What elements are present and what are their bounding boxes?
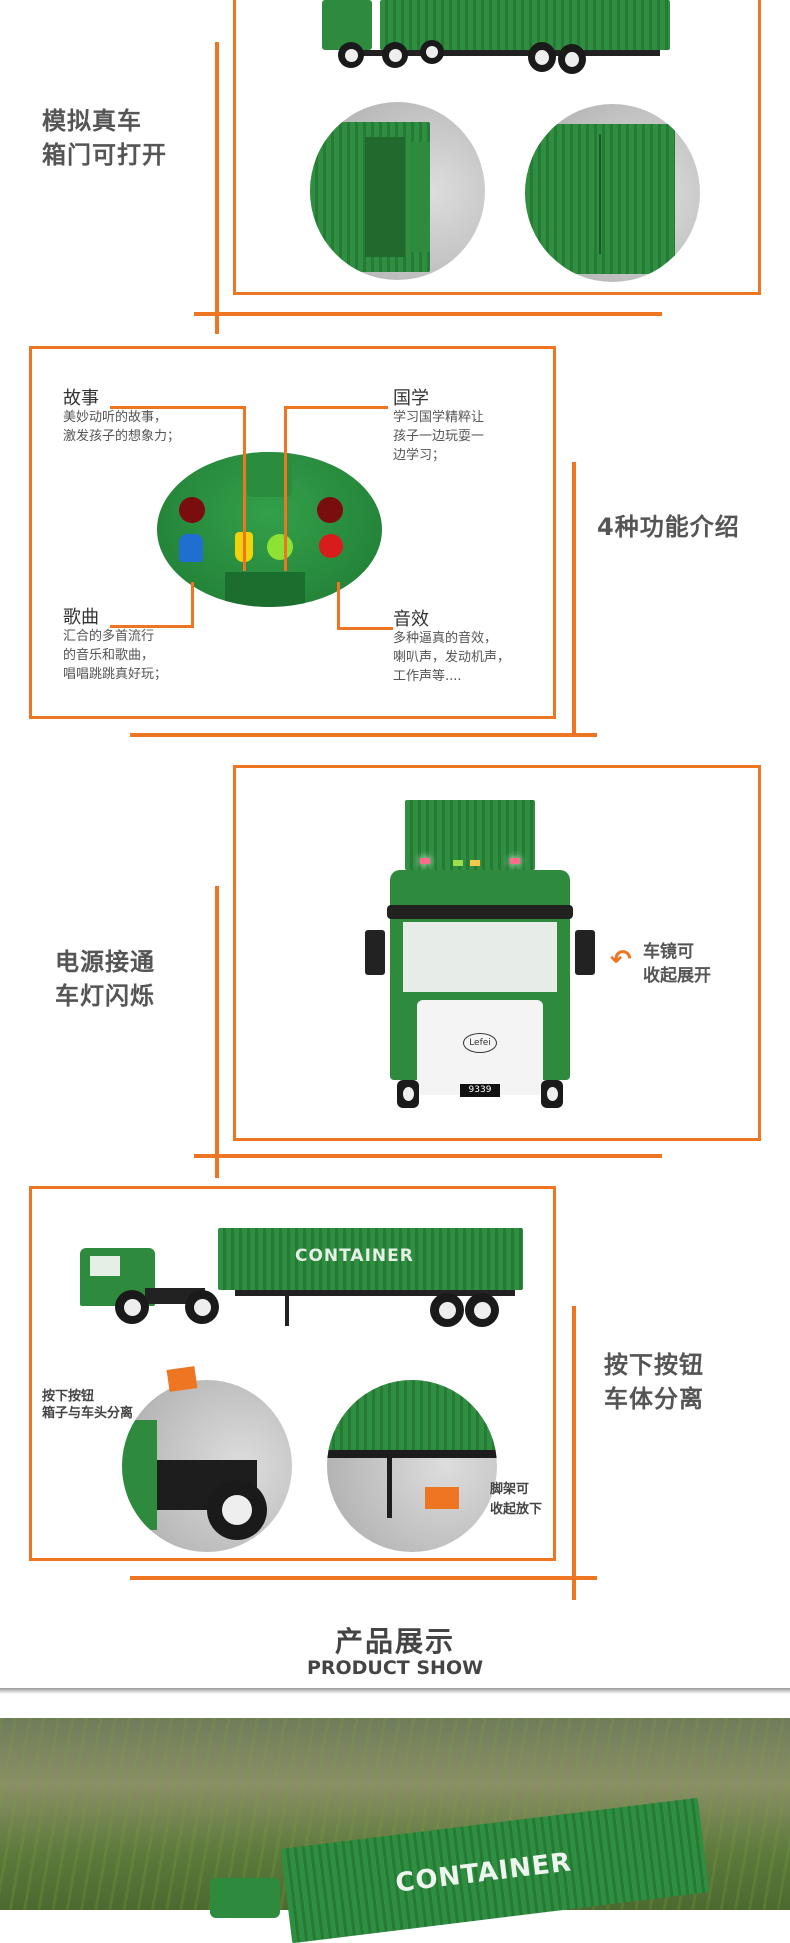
desc-line: 多种逼真的音效， (393, 631, 498, 646)
caption-line: 箱门可打开 (42, 141, 167, 169)
truck-detached-image: CONTAINER (75, 1228, 525, 1358)
divider-shadow (0, 1688, 790, 1694)
connector (337, 582, 340, 630)
divider-vertical (215, 42, 219, 334)
detach-button-caption: 按下按钮 箱子与车头分离 (42, 1388, 133, 1422)
caption-line: 车镜可 (643, 942, 694, 962)
stand-image (327, 1380, 497, 1552)
license-plate: 9339 (460, 1084, 500, 1097)
container-label: CONTAINER (295, 1246, 414, 1266)
mirror-caption: 车镜可 收起展开 (643, 940, 711, 988)
guoxue-button (267, 534, 293, 560)
connector (110, 625, 192, 628)
caption-line: 按下按钮 (42, 1389, 95, 1404)
feature-sound-title: 音效 (393, 609, 429, 630)
feature-song-title: 歌曲 (63, 607, 99, 628)
control-panel-image (157, 452, 382, 607)
hand-pointer-icon (425, 1487, 459, 1509)
divider-horizontal (194, 312, 662, 316)
feature-guoxue-title: 国学 (393, 388, 429, 409)
desc-line: 边学习； (393, 448, 446, 463)
divider-vertical (572, 462, 576, 737)
stand-caption: 脚架可 收起放下 (490, 1480, 542, 1520)
divider-horizontal (194, 1154, 662, 1158)
feature-guoxue-desc: 学习国学精粹让 孩子一边玩耍一 边学习； (393, 408, 484, 465)
feature-sound-desc: 多种逼真的音效， 喇叭声，发动机声， 工作声等.... (393, 629, 510, 686)
caption-line: 收起展开 (643, 966, 711, 986)
divider-vertical (572, 1306, 576, 1600)
desc-line: 孩子一边玩耍一 (393, 429, 485, 444)
section-doors-frame (233, 0, 761, 295)
desc-line: 唱唱跳跳真好玩； (63, 667, 168, 682)
desc-line: 工作声等.... (393, 669, 462, 684)
caption-line: 车灯闪烁 (55, 982, 155, 1010)
divider-horizontal (130, 733, 597, 737)
caption-functions: 4种功能介绍 (597, 513, 740, 541)
desc-line: 汇合的多首流行 (63, 629, 155, 644)
caption-line: 脚架可 (490, 1482, 530, 1497)
detach-button-image (122, 1380, 292, 1552)
product-photo: CONTAINER (0, 1718, 790, 1943)
caption-line: 电源接通 (55, 948, 155, 976)
caption-line: 车体分离 (604, 1385, 704, 1413)
logo: Lefei (463, 1033, 497, 1053)
desc-line: 的音乐和歌曲， (63, 648, 155, 663)
section-lights-frame (233, 765, 761, 1141)
feature-song-desc: 汇合的多首流行 的音乐和歌曲， 唱唱跳跳真好玩； (63, 627, 167, 684)
caption-line: 箱子与车头分离 (42, 1406, 134, 1421)
connector (284, 406, 287, 571)
door-open-image (310, 102, 485, 280)
desc-line: 学习国学精粹让 (393, 410, 485, 425)
song-button (179, 534, 203, 562)
connector (284, 406, 388, 409)
divider-vertical (215, 886, 219, 1178)
truck-front-image: Lefei 9339 (365, 800, 595, 1108)
desc-line: 美妙动听的故事， (63, 410, 168, 425)
curved-arrow-icon: ↶ (610, 945, 632, 975)
caption-line: 收起放下 (490, 1502, 543, 1517)
sound-button (319, 534, 343, 558)
hand-pointer-icon (166, 1366, 198, 1392)
caption-detach: 按下按钮 车体分离 (604, 1348, 704, 1416)
section-detach-frame (29, 1186, 556, 1561)
caption-lights: 电源接通 车灯闪烁 (55, 945, 155, 1013)
caption-doors: 模拟真车 箱门可打开 (42, 104, 167, 172)
feature-story-title: 故事 (63, 388, 99, 409)
feature-story-desc: 美妙动听的故事， 激发孩子的想象力； (63, 408, 180, 446)
caption-line: 按下按钮 (604, 1351, 704, 1379)
caption-line: 模拟真车 (42, 107, 142, 135)
desc-line: 喇叭声，发动机声， (393, 650, 511, 665)
connector (243, 406, 246, 571)
desc-line: 激发孩子的想象力； (63, 429, 181, 444)
product-show-title: 产品展示 (334, 1625, 455, 1658)
divider-horizontal (130, 1576, 597, 1580)
product-show-subtitle: PRODUCT SHOW (306, 1657, 484, 1679)
section-functions-frame (29, 346, 556, 719)
connector (110, 406, 245, 409)
connector (191, 582, 194, 628)
truck-side-image (320, 0, 680, 100)
door-closed-image (525, 104, 700, 282)
connector (337, 627, 393, 630)
